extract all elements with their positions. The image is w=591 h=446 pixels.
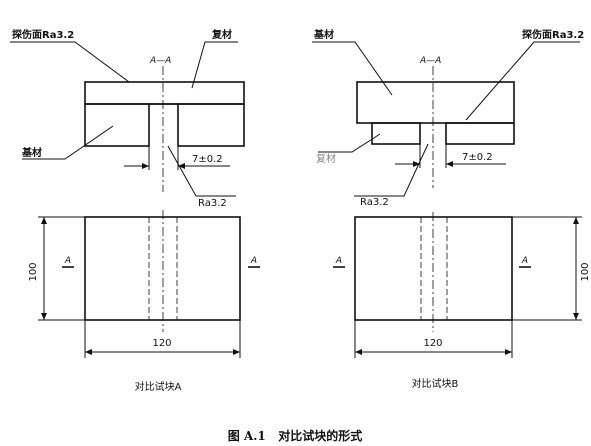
figure-caption: 图 A.1 对比试块的形式: [228, 428, 363, 443]
cover-right-b: [445, 122, 515, 145]
roughness-a: Ra3.2: [198, 198, 227, 209]
label-surface-a: 探伤面Ra3.2: [12, 28, 74, 41]
plan-view-b: [333, 212, 582, 358]
label-base-b: 基材: [313, 28, 334, 41]
cut-mark-a-right: A: [250, 256, 257, 266]
leader-cover-a: [191, 41, 238, 89]
cover-left-b: [371, 122, 421, 145]
dim-gap-b: 7±0.2: [462, 152, 493, 163]
section-view-a: [10, 41, 245, 197]
dim-height-b: 100: [580, 262, 591, 281]
cut-mark-b-right: A: [521, 256, 528, 266]
plan-outline-a: [84, 216, 241, 321]
label-cover-b: 复材: [316, 152, 336, 165]
specimen-a: 探伤面Ra3.2 复材 A—A 基材 7±0.2 Ra3.2 100 120 A…: [10, 28, 260, 393]
leader-base-b: [312, 41, 393, 96]
caption-a: 对比试块A: [135, 380, 182, 393]
caption-b: 对比试块B: [412, 377, 459, 390]
leader-surface-b: [465, 41, 580, 121]
dim-gap-a: 7±0.2: [192, 154, 223, 165]
dim-height-a: 100: [28, 262, 39, 281]
leader-base-a: [22, 125, 114, 160]
cut-mark-a-left: A: [64, 256, 71, 266]
section-view-b: [312, 41, 580, 197]
specimen-b: 基材 探伤面Ra3.2 A—A 复材 7±0.2 Ra3.2 100 120 A…: [312, 28, 591, 390]
plan-view-a: [38, 210, 260, 358]
section-mark-b: A—A: [419, 56, 441, 66]
label-base-a: 基材: [21, 146, 42, 159]
cut-mark-b-left: A: [335, 256, 342, 266]
base-layer-b: [356, 81, 515, 124]
leader-surface-a: [10, 41, 130, 83]
roughness-b: Ra3.2: [360, 197, 389, 208]
section-mark-a: A—A: [149, 56, 171, 66]
cover-layer-a: [84, 81, 245, 105]
base-right-a: [177, 103, 245, 147]
plan-outline-b: [354, 216, 513, 321]
base-left-a: [84, 103, 150, 147]
label-cover-a: 复材: [211, 28, 232, 41]
dim-width-a: 120: [152, 338, 171, 349]
dim-width-b: 120: [423, 338, 442, 349]
leader-cover-b: [318, 133, 381, 153]
label-surface-b: 探伤面Ra3.2: [522, 28, 584, 41]
